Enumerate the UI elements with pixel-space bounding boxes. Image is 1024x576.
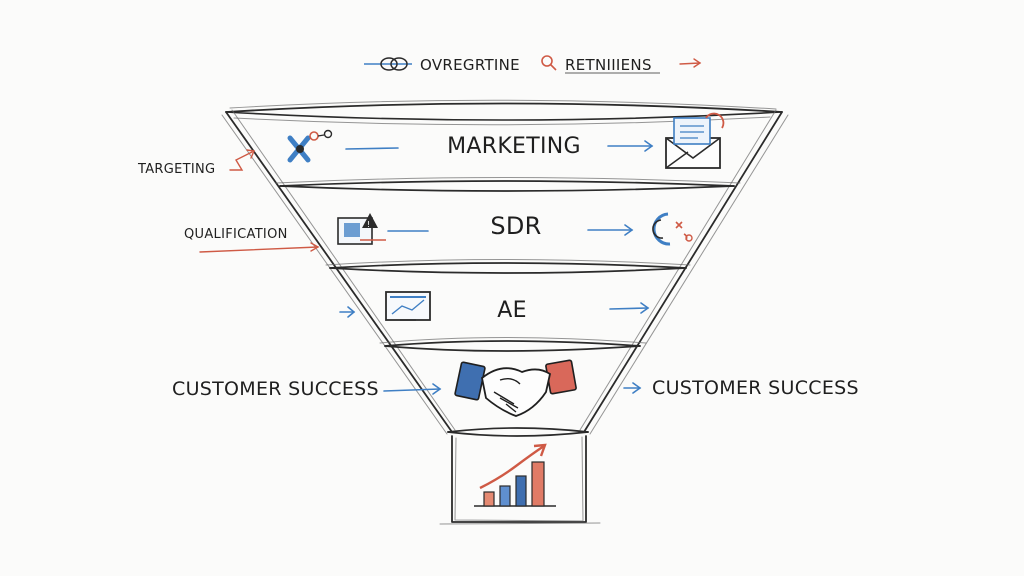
customer-success-left-label: CUSTOMER SUCCESS (172, 378, 379, 400)
customer-success-left-arrow (383, 383, 442, 395)
customer-success-right-label: CUSTOMER SUCCESS (652, 377, 859, 399)
refresh-cycle-icon (652, 212, 693, 246)
funnel-base (439, 435, 601, 525)
screen-alert-icon: ! (337, 213, 386, 245)
stage-label-sdr: SDR (490, 212, 541, 240)
funnel-outline (221, 99, 789, 435)
band-separators (275, 177, 741, 437)
envelope-icon (665, 112, 725, 169)
targeting-label: TARGETING (137, 162, 215, 177)
monitor-icon (385, 291, 431, 321)
legend-label-1: OVREGRTINE (420, 56, 520, 74)
stage-label-marketing: MARKETING (447, 134, 581, 159)
legend: OVREGRTINE RETNIIIENS (364, 55, 702, 74)
handshake-icon (454, 359, 577, 417)
molecule-icon (287, 129, 333, 163)
customer-success-right-arrow (623, 382, 642, 394)
qualification-arrow (199, 242, 320, 253)
growth-chart-icon (474, 443, 556, 507)
magnifier-icon (541, 55, 557, 71)
marketing-left-line (345, 147, 399, 150)
legend-arrow (679, 58, 702, 68)
svg-text:!: ! (367, 220, 370, 229)
targeting-arrow (229, 149, 256, 171)
marketing-arrow (607, 140, 654, 152)
qualification-label: QUALIFICATION (184, 227, 288, 242)
ae-left-arrow (339, 306, 356, 318)
sdr-arrow (587, 224, 634, 236)
stage-label-ae: AE (497, 298, 527, 323)
ae-arrow (609, 302, 650, 314)
link-icon (364, 57, 412, 71)
legend-label-2: RETNIIIENS (565, 56, 652, 74)
